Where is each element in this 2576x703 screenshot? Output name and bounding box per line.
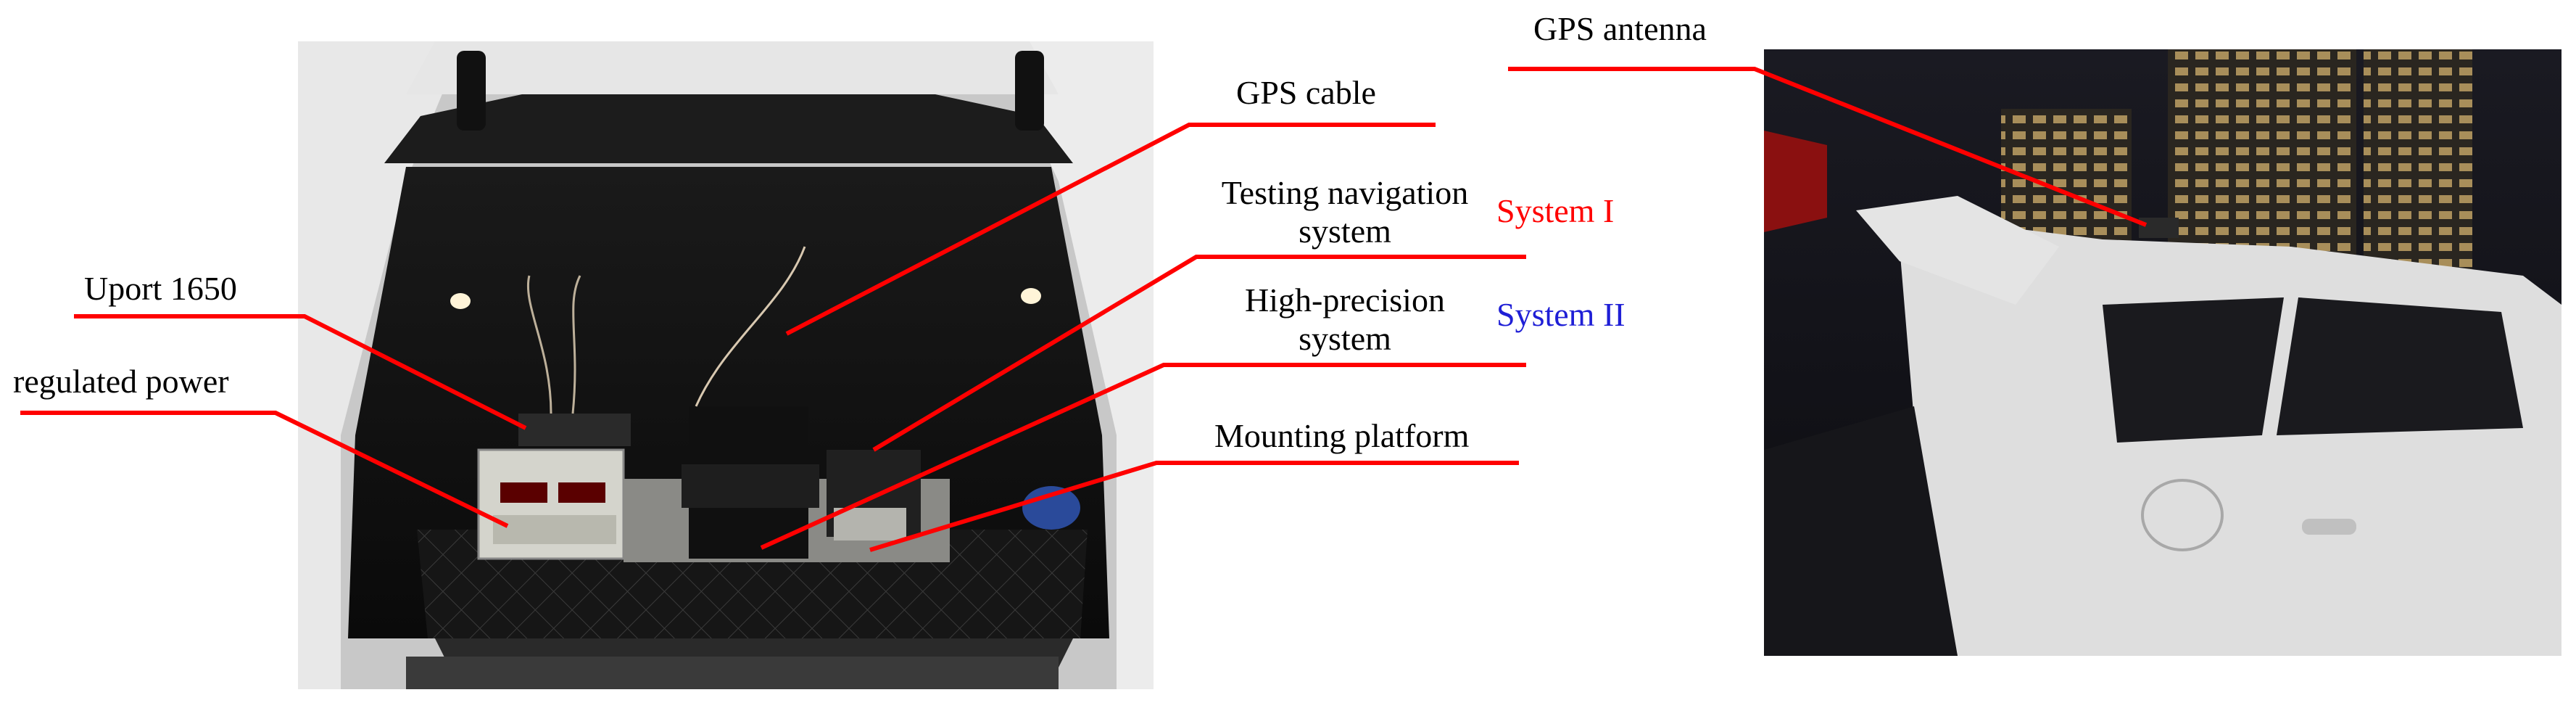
label-system-one: System I: [1496, 192, 1615, 229]
label-mounting-platform: Mounting platform: [1214, 417, 1470, 454]
label-uport-1650: Uport 1650: [84, 270, 237, 307]
label-gps-cable: GPS cable: [1236, 74, 1376, 111]
leader-line-mounting-platform: [869, 461, 1519, 552]
label-system-two: System II: [1496, 296, 1625, 333]
left-photo-trunk: [298, 41, 1154, 689]
leader-line-gps-cable: [785, 123, 1436, 336]
label-regulated-power: regulated power: [13, 363, 229, 400]
right-photo-car-night: [1764, 49, 2561, 656]
label-gps-antenna: GPS antenna: [1533, 10, 1707, 47]
leader-line-gps-antenna: [1508, 67, 2148, 227]
leader-lines: [20, 67, 2148, 552]
leader-line-high-precision: [760, 363, 1526, 550]
label-testing-navigation-line1: Testing navigation: [1221, 174, 1469, 211]
leader-line-uport: [74, 314, 527, 430]
leader-line-testing-nav: [872, 255, 1526, 452]
label-testing-navigation-line2: system: [1299, 212, 1391, 250]
leader-line-regulated-power: [20, 411, 509, 528]
label-testing-navigation-system: Testing navigation system: [1200, 174, 1490, 251]
label-high-precision-system: High-precision system: [1225, 281, 1465, 358]
label-high-precision-line1: High-precision: [1245, 281, 1445, 318]
label-high-precision-line2: system: [1299, 319, 1391, 357]
